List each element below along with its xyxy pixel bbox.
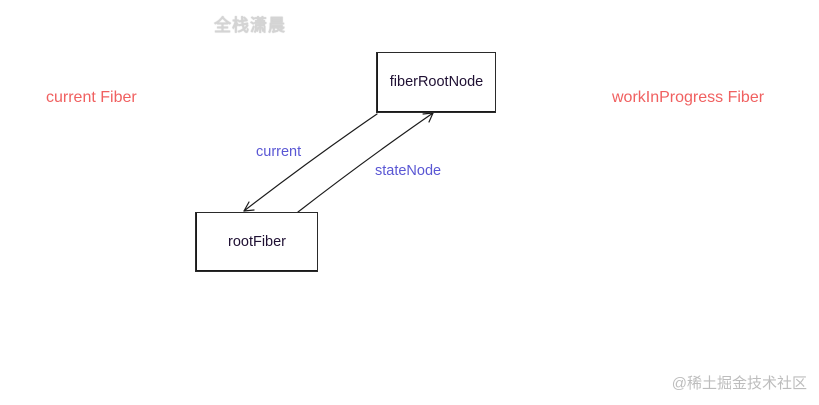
fiber-root-node-label: fiberRootNode [389, 74, 484, 90]
state-node-edge [297, 112, 434, 213]
work-in-progress-fiber-label: workInProgress Fiber [612, 89, 765, 106]
fiber-root-node: fiberRootNode [376, 52, 496, 113]
platform-watermark: @稀土掘金技术社区 [671, 375, 807, 392]
current-edge [243, 113, 378, 212]
state-node-edge-label: stateNode [375, 163, 442, 179]
current-edge-label: current [256, 144, 302, 160]
root-fiber-label: rootFiber [227, 233, 287, 250]
root-fiber-node: rootFiber [195, 212, 318, 272]
author-watermark: 全栈潇晨 [214, 16, 286, 35]
current-fiber-label: current Fiber [46, 89, 137, 106]
